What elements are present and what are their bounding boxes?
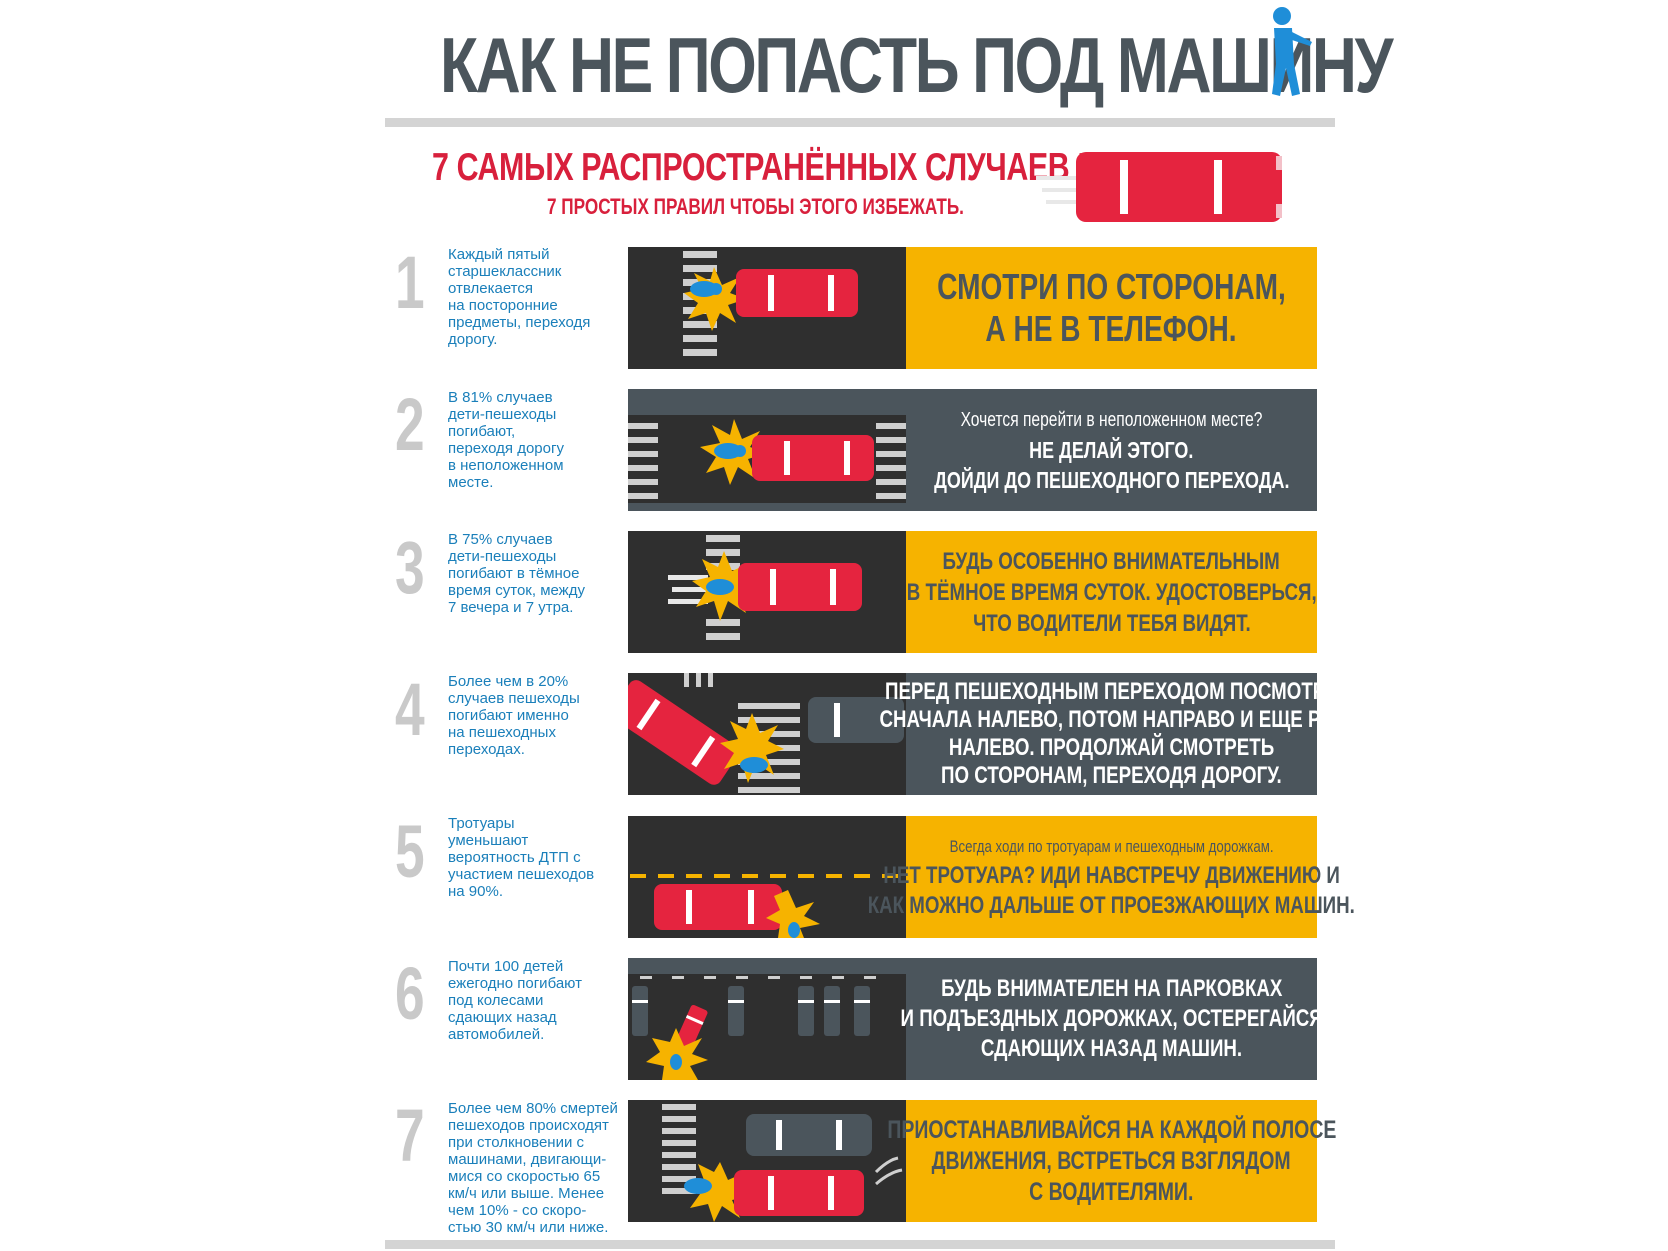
advice-line: СНАЧАЛА НАЛЕВО, ПОТОМ НАПРАВО И ЕЩЕ РАЗ [879,706,1344,733]
advice-line: СМОТРИ ПО СТОРОНАМ, [937,266,1286,307]
case-fact-3: В 75% случаев дети-пешеходы погибают в т… [448,531,585,616]
advice-line: ПЕРЕД ПЕШЕХОДНЫМ ПЕРЕХОДОМ ПОСМОТРИ [884,678,1339,705]
case-advice-4: ПЕРЕД ПЕШЕХОДНЫМ ПЕРЕХОДОМ ПОСМОТРИ СНАЧ… [879,673,1344,795]
advice-line: Хочется перейти в неположенном месте? [960,409,1263,431]
subtitle-primary: 7 САМЫХ РАСПРОСТРАНЁННЫХ СЛУЧАЕВ И [432,146,1099,189]
advice-line: БУДЬ ОСОБЕННО ВНИМАТЕЛЬНЫМ [942,547,1281,575]
case-fact-6: Почти 100 детей ежегодно погибают под ко… [448,958,582,1043]
header-divider [385,118,1335,127]
case-illustration-3 [628,531,906,653]
case-illustration-4 [628,673,906,795]
advice-line: БУДЬ ВНИМАТЕЛЕН НА ПАРКОВКАХ [940,975,1283,1002]
advice-line: ПРИОСТАНАВЛИВАЙСЯ НА КАЖДОЙ ПОЛОСЕ [886,1115,1337,1144]
case-illustration-5 [628,816,906,938]
page-title: КАК НЕ ПОПАСТЬ ПОД МАШИНУ [440,21,1393,109]
advice-line: В ТЁМНОЕ ВРЕМЯ СУТОК. УДОСТОВЕРЬСЯ, [906,578,1317,606]
advice-line: ДВИЖЕНИЯ, ВСТРЕТЬСЯ ВЗГЛЯДОМ [932,1146,1292,1175]
case-advice-7: ПРИОСТАНАВЛИВАЙСЯ НА КАЖДОЙ ПОЛОСЕ ДВИЖЕ… [887,1100,1336,1222]
advice-line: НЕТ ТРОТУАРА? ИДИ НАВСТРЕЧУ ДВИЖЕНИЮ И [883,862,1340,889]
advice-line: СДАЮЩИХ НАЗАД МАШИН. [980,1035,1243,1062]
subtitle-secondary: 7 ПРОСТЫХ ПРАВИЛ ЧТОБЫ ЭТОГО ИЗБЕЖАТЬ. [547,194,964,219]
footer-divider [385,1240,1335,1249]
case-advice-3: БУДЬ ОСОБЕННО ВНИМАТЕЛЬНЫМ В ТЁМНОЕ ВРЕМ… [906,531,1317,653]
advice-line: ПО СТОРОНАМ, ПЕРЕХОДЯ ДОРОГУ. [941,762,1282,789]
case-advice-1: СМОТРИ ПО СТОРОНАМ, А НЕ В ТЕЛЕФОН. [906,247,1317,369]
advice-line: И ПОДЪЕЗДНЫХ ДОРОЖКАХ, ОСТЕРЕГАЙСЯ [900,1005,1323,1032]
case-number-5: 5 [395,810,425,893]
case-fact-1: Каждый пятый старшеклассник отвлекается … [448,246,591,348]
case-fact-5: Тротуары уменьшают вероятность ДТП с уча… [448,815,595,900]
advice-line: Всегда ходи по тротуарам и пешеходным до… [949,837,1274,856]
advice-line: НЕ ДЕЛАЙ ЭТОГО. [1029,437,1194,463]
case-advice-5: Всегда ходи по тротуарам и пешеходным до… [868,816,1355,938]
case-number-1: 1 [395,241,425,324]
case-number-2: 2 [395,383,425,466]
case-number-4: 4 [395,668,425,751]
case-advice-2: Хочется перейти в неположенном месте? НЕ… [906,389,1317,511]
case-fact-4: Более чем в 20% случаев пешеходы погибаю… [448,673,580,758]
advice-line: НАЛЕВО. ПРОДОЛЖАЙ СМОТРЕТЬ [948,734,1275,761]
case-illustration-2 [628,389,906,511]
case-illustration-7 [628,1100,906,1222]
case-number-7: 7 [395,1094,425,1177]
advice-line: КАК МОЖНО ДАЛЬШЕ ОТ ПРОЕЗЖАЮЩИХ МАШИН. [867,892,1356,919]
case-advice-6: БУДЬ ВНИМАТЕЛЕН НА ПАРКОВКАХ И ПОДЪЕЗДНЫ… [900,958,1323,1080]
case-fact-7: Более чем 80% смертей пешеходов происход… [448,1100,618,1236]
advice-line: ДОЙДИ ДО ПЕШЕХОДНОГО ПЕРЕХОДА. [933,467,1290,493]
advice-line: С ВОДИТЕЛЯМИ. [1029,1177,1194,1206]
case-fact-2: В 81% случаев дети-пешеходы погибают, пе… [448,389,564,491]
case-illustration-1 [628,247,906,369]
advice-line: ЧТО ВОДИТЕЛИ ТЕБЯ ВИДЯТ. [972,609,1251,637]
pedestrian-icon [1272,7,1312,96]
advice-line: А НЕ В ТЕЛЕФОН. [985,308,1238,349]
case-number-3: 3 [395,526,425,609]
case-illustration-6 [628,958,906,1080]
case-number-6: 6 [395,952,425,1035]
header-car-icon [1036,152,1282,222]
